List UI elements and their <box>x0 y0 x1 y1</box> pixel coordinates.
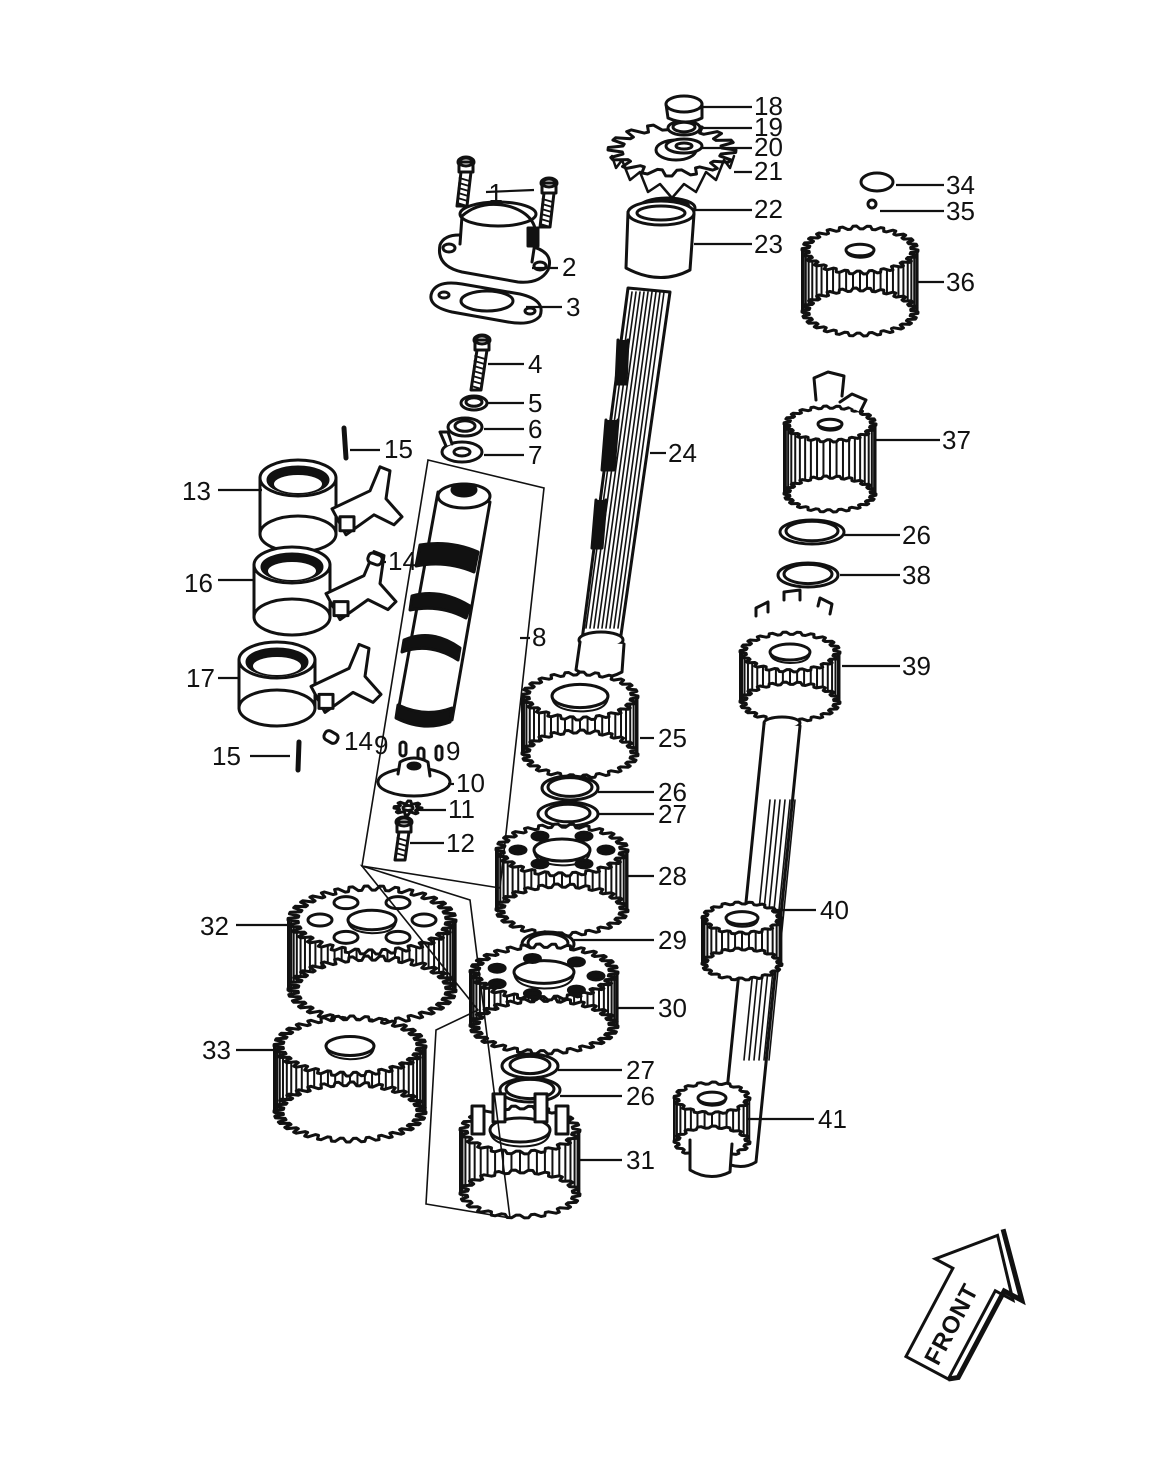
callout-label-c27b: 27 <box>626 1055 655 1085</box>
lock-washer-part-7 <box>438 430 484 464</box>
gear-part-31 <box>458 1092 582 1220</box>
guide-pins-part-14 <box>322 551 384 745</box>
circlip-part-26-lower <box>498 1076 562 1104</box>
washer-part-5 <box>459 394 489 412</box>
output-sprocket-part-21 <box>606 122 738 200</box>
gasket-part-3 <box>429 281 543 325</box>
callout-label-c16: 16 <box>184 568 213 598</box>
cover-cap-part-34 <box>859 171 895 193</box>
gear-part-39 <box>738 588 842 724</box>
gear-part-37 <box>782 370 878 514</box>
callout-label-c41: 41 <box>818 1104 847 1134</box>
front-arrow-shape <box>903 1233 1016 1382</box>
callout-label-c21: 21 <box>754 156 783 186</box>
assembly-guide-boxes <box>359 459 545 1219</box>
callout-label-c23: 23 <box>754 229 783 259</box>
callout-label-c37: 37 <box>942 425 971 455</box>
gear-part-25 <box>520 670 640 780</box>
callout-label-c13: 13 <box>182 476 211 506</box>
gear-part-28 <box>494 822 630 938</box>
callout-label-c12: 12 <box>446 828 475 858</box>
callout-label-c24: 24 <box>668 438 697 468</box>
callout-label-c15b: 15 <box>212 741 241 771</box>
callout-label-c26c: 26 <box>902 520 931 550</box>
gear-part-32 <box>286 884 458 1026</box>
bolt-part-1a <box>455 155 476 208</box>
callout-label-c15a: 15 <box>384 434 413 464</box>
callout-label-c18: 18 <box>754 91 783 121</box>
callout-label-c4: 4 <box>528 349 542 379</box>
callout-label-c28: 28 <box>658 861 687 891</box>
lock-washer-part-20 <box>664 137 704 155</box>
callout-label-c3: 3 <box>566 292 580 322</box>
callout-label-c32: 32 <box>200 911 229 941</box>
callout-label-c14b: 14 <box>344 726 373 756</box>
callout-label-c10: 10 <box>456 768 485 798</box>
callout-label-c11: 11 <box>448 794 475 824</box>
shift-fork-part-16 <box>252 545 398 637</box>
washer-part-27-lower <box>500 1052 560 1080</box>
star-washer-part-11 <box>392 799 424 817</box>
bolt-part-12 <box>393 815 414 862</box>
front-arrow-icon: FRONT <box>903 1228 1026 1382</box>
callout-label-c38: 38 <box>902 560 931 590</box>
callout-label-c25: 25 <box>658 723 687 753</box>
shift-drum-part-8 <box>394 482 492 728</box>
pins-part-9 <box>398 740 444 764</box>
collar-part-23 <box>624 199 696 280</box>
gear-part-30 <box>468 942 620 1056</box>
callout-label-c1: 1 <box>489 178 503 208</box>
bearing-cover-part-2 <box>437 200 551 284</box>
callout-label-c9b: 9 <box>446 736 460 766</box>
washer-part-27-upper <box>536 800 600 828</box>
gear-part-40-spline <box>700 900 784 982</box>
nut-part-18 <box>664 94 704 124</box>
leader-lines <box>218 105 944 1162</box>
shift-fork-part-13 <box>258 458 404 554</box>
bolt-part-1b <box>538 176 559 229</box>
callout-label-c30: 30 <box>658 993 687 1023</box>
callout-label-c26a: 26 <box>658 777 687 807</box>
callout-label-c31: 31 <box>626 1145 655 1175</box>
callout-label-c19: 19 <box>754 112 783 142</box>
cotter-pins-part-15 <box>295 425 349 773</box>
callout-label-c35: 35 <box>946 196 975 226</box>
callout-label-c27a: 27 <box>658 799 687 829</box>
washer-part-38 <box>776 561 840 589</box>
callout-label-c9a: 9 <box>374 730 388 760</box>
circlip-part-26-upper <box>540 774 600 802</box>
shift-fork-part-17 <box>237 640 383 728</box>
callout-label-c36: 36 <box>946 267 975 297</box>
callout-label-c8: 8 <box>532 622 546 652</box>
callout-label-c40: 40 <box>820 895 849 925</box>
callout-label-c14a: 14 <box>388 546 417 576</box>
callout-label-c39: 39 <box>902 651 931 681</box>
leader-line-c1 <box>485 188 535 194</box>
callout-label-c7: 7 <box>528 440 542 470</box>
gear-part-36 <box>800 224 920 338</box>
callout-label-c26b: 26 <box>626 1081 655 1111</box>
callout-label-c33: 33 <box>202 1035 231 1065</box>
detent-plate-part-10 <box>376 756 452 798</box>
callout-label-c17: 17 <box>186 663 215 693</box>
bolt-part-4 <box>469 333 492 392</box>
callout-label-c2: 2 <box>562 252 576 282</box>
washer-part-6 <box>446 416 484 438</box>
callout-label-c34: 34 <box>946 170 975 200</box>
callout-label-c6: 6 <box>528 414 542 444</box>
circlip-part-26-right <box>778 518 846 546</box>
output-shaft-part-24 <box>574 286 672 679</box>
gear-part-33 <box>272 1014 428 1144</box>
gear-part-41 <box>672 1080 752 1178</box>
callout-label-c29: 29 <box>658 925 687 955</box>
parts-drawing <box>237 94 920 1220</box>
callout-label-c5: 5 <box>528 388 542 418</box>
ball-part-35 <box>866 198 878 210</box>
callout-label-c20: 20 <box>754 132 783 162</box>
callout-label-c22: 22 <box>754 194 783 224</box>
